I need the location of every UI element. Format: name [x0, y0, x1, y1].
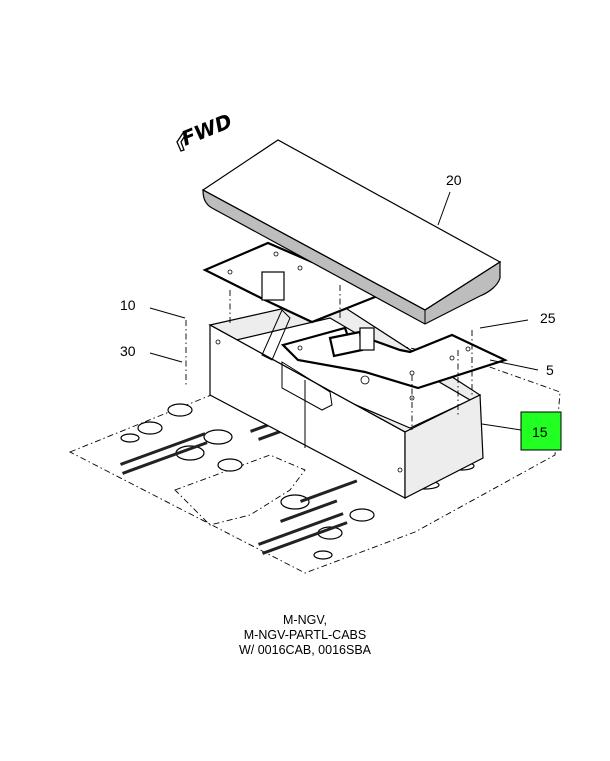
diagram-caption: M-NGV, M-NGV-PARTL-CABS W/ 0016CAB, 0016…	[0, 613, 610, 658]
caption-line-3: W/ 0016CAB, 0016SBA	[238, 643, 372, 657]
caption-line-2: M-NGV-PARTL-CABS	[243, 628, 367, 642]
svg-text:15: 15	[532, 424, 548, 440]
floor-panel	[68, 336, 561, 574]
caption-line-1: M-NGV,	[283, 613, 327, 627]
storage-box	[208, 297, 484, 499]
svg-text:20: 20	[446, 172, 462, 188]
fastener-paths	[185, 285, 473, 430]
callout-20: 20	[437, 172, 462, 226]
svg-text:25: 25	[540, 310, 556, 326]
callout-15-highlight	[520, 411, 562, 451]
seat-plate	[280, 326, 508, 390]
callout-15[interactable]: 15	[481, 411, 562, 451]
svg-text:5: 5	[546, 362, 554, 378]
callout-10: 10	[120, 297, 186, 319]
seat-cushion	[201, 139, 502, 325]
svg-text:30: 30	[120, 343, 136, 359]
fwd-arrow-icon	[176, 132, 187, 152]
fwd-direction-indicator: FWD	[176, 109, 236, 152]
fwd-label: FWD	[178, 109, 236, 151]
callout-5: 5	[489, 359, 554, 378]
svg-text:10: 10	[120, 297, 136, 313]
callout-30: 30	[120, 343, 183, 363]
callout-25: 25	[479, 310, 556, 329]
